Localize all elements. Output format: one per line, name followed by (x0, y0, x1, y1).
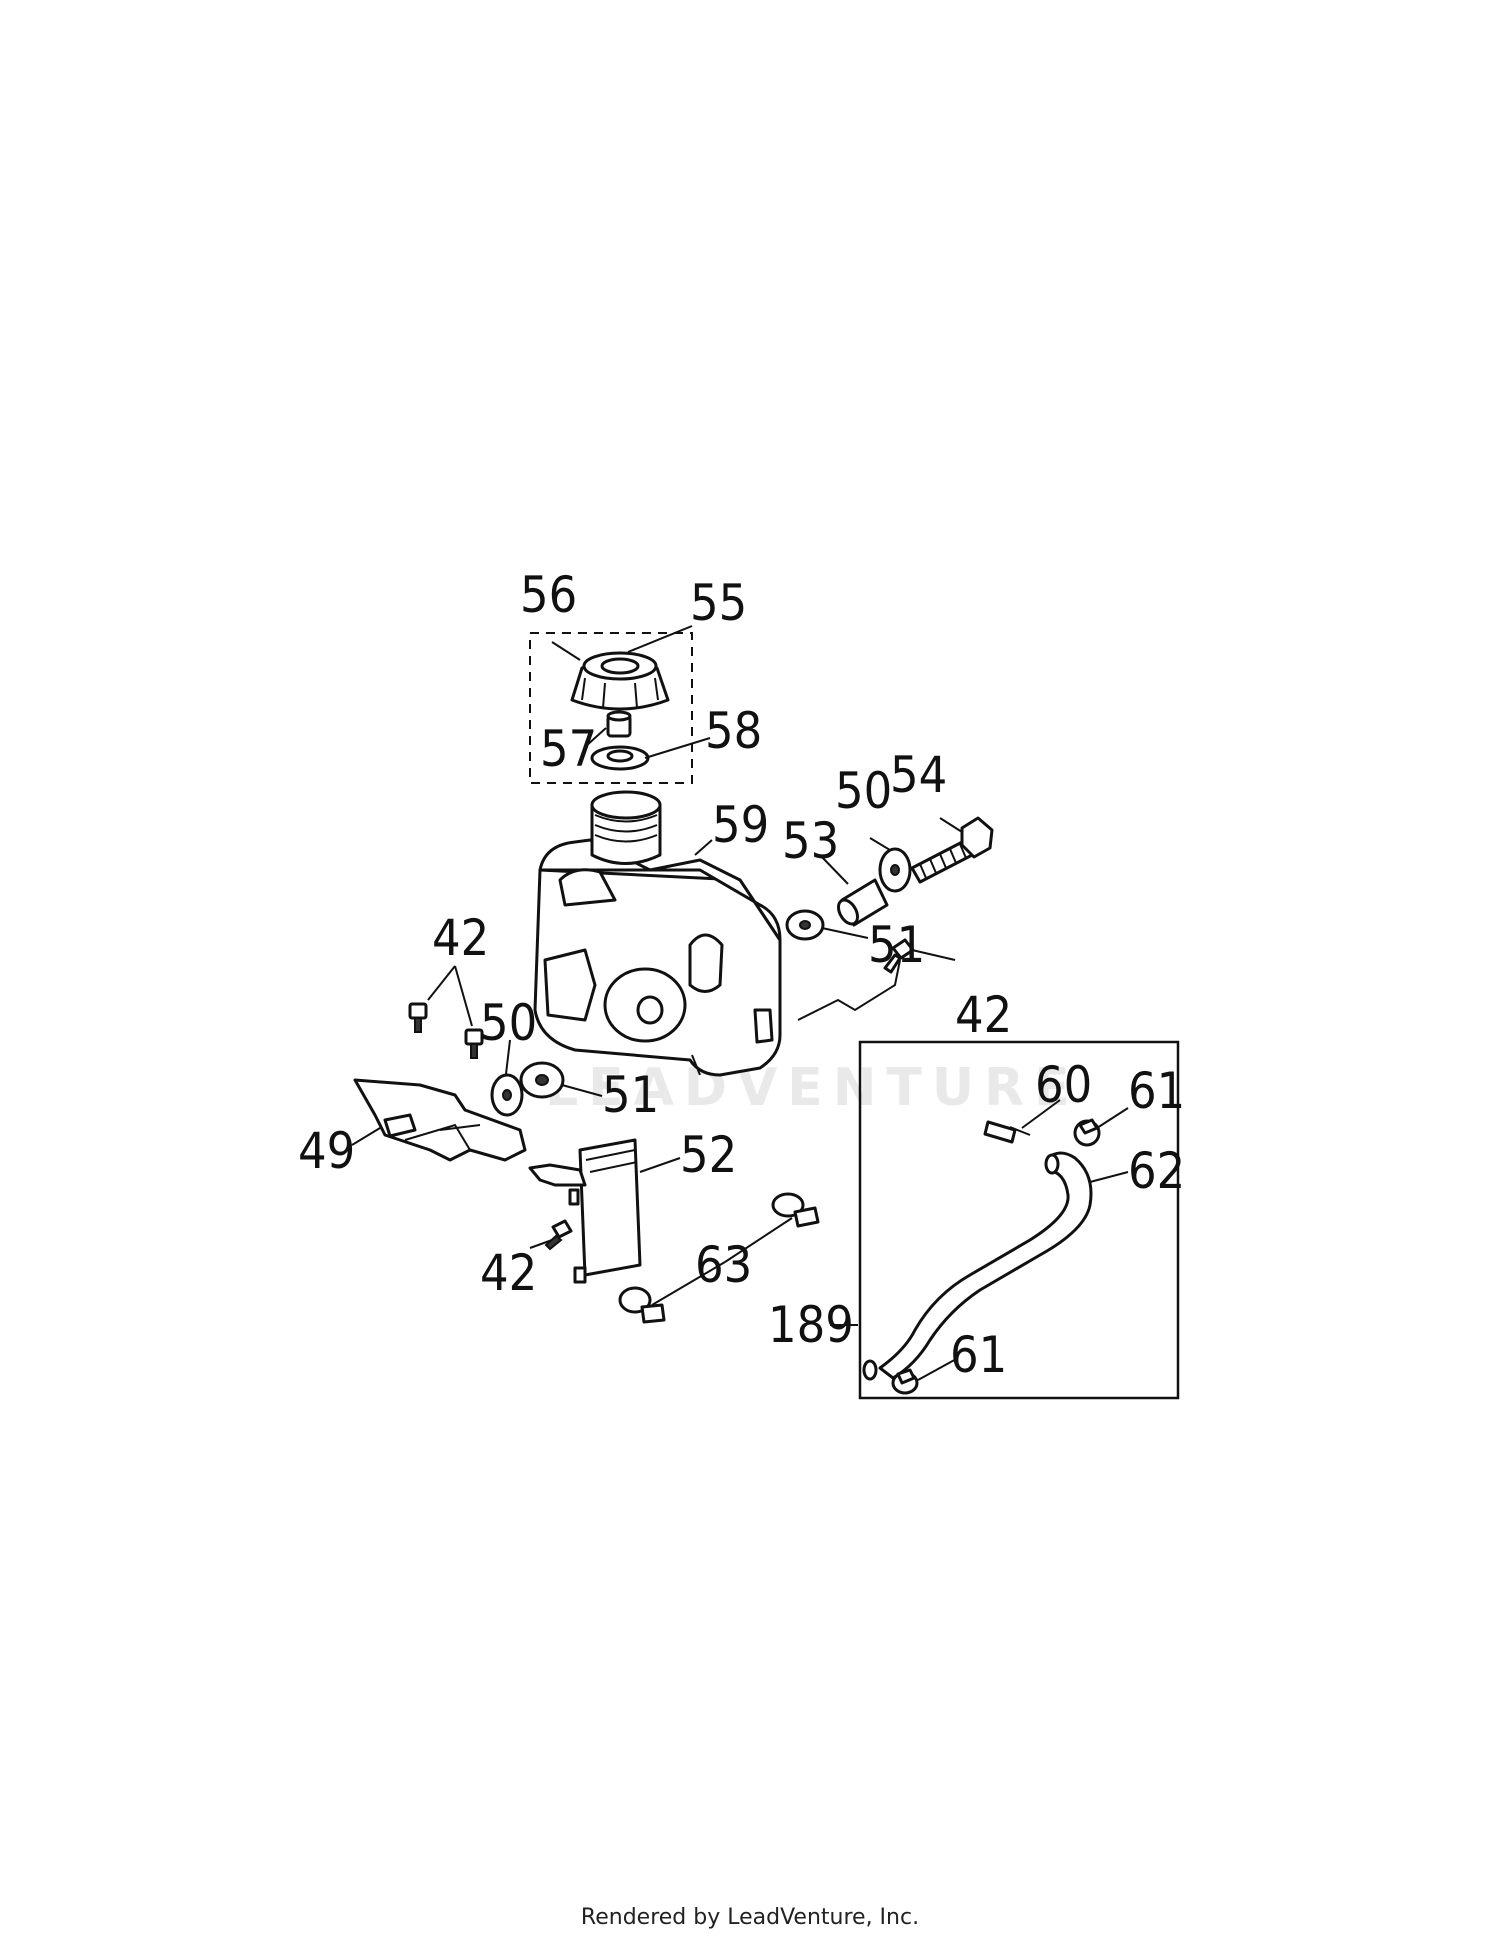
callout-56: 56 (520, 566, 577, 624)
hose-clamp-61-lower (891, 1368, 919, 1395)
screw-42-left-b (464, 1028, 484, 1059)
callout-189: 189 (768, 1296, 854, 1354)
callout-42-bracket: 42 (480, 1244, 537, 1302)
screw-42-bracket (544, 1219, 573, 1251)
callout-57: 57 (540, 720, 597, 778)
callout-50-lower: 50 (480, 994, 537, 1052)
callout-42-left-top: 42 (432, 909, 489, 967)
washer-upper (878, 847, 912, 893)
callout-51-lower: 51 (602, 1066, 659, 1124)
tank-bracket (528, 1138, 642, 1284)
fuel-hose-end-lower (862, 1359, 878, 1381)
callout-59: 59 (712, 796, 769, 854)
screw-42-lead-line (797, 959, 901, 1021)
heat-shield (353, 1078, 527, 1162)
leader-lines (351, 625, 1129, 1381)
callout-60: 60 (1035, 1056, 1092, 1114)
hose-clamp-61-upper (1073, 1118, 1101, 1147)
washer-lower (490, 1073, 524, 1117)
callout-61-upper: 61 (1128, 1062, 1185, 1120)
screw-42-left-a (408, 1002, 428, 1033)
hose-kit-box (858, 1040, 1180, 1400)
spacer-sleeve (837, 878, 889, 927)
vent-plug (606, 710, 632, 738)
hose-clamp-63-lower (618, 1286, 666, 1324)
mounting-bolt (910, 816, 994, 884)
hose-clamp-63-upper (771, 1192, 820, 1228)
washer-51-lower (519, 1061, 565, 1099)
callout-54: 54 (890, 746, 947, 804)
callout-62: 62 (1128, 1142, 1185, 1200)
fuel-cap (570, 651, 670, 711)
fuel-hose-end (1044, 1153, 1060, 1175)
callout-52: 52 (680, 1126, 737, 1184)
callout-49: 49 (298, 1122, 355, 1180)
callout-63: 63 (695, 1236, 752, 1294)
callout-55: 55 (690, 574, 747, 632)
callout-58: 58 (705, 702, 762, 760)
fuel-tank (533, 790, 782, 1077)
callout-53: 53 (782, 812, 839, 870)
callout-42-right: 42 (955, 986, 1012, 1044)
cap-assembly-box (529, 632, 693, 784)
watermark: LEADVENTURE (545, 1058, 1080, 1118)
callout-50-upper: 50 (835, 762, 892, 820)
footer-credit: Rendered by LeadVenture, Inc. (580, 1905, 920, 1930)
callout-51-upper: 51 (868, 916, 925, 974)
screw-42-right (883, 938, 915, 974)
cap-gasket (590, 745, 650, 771)
washer-51-upper (785, 909, 825, 941)
callout-61-lower: 61 (950, 1326, 1007, 1384)
hose-fitting (983, 1120, 1031, 1144)
fuel-hose (878, 1151, 1093, 1380)
